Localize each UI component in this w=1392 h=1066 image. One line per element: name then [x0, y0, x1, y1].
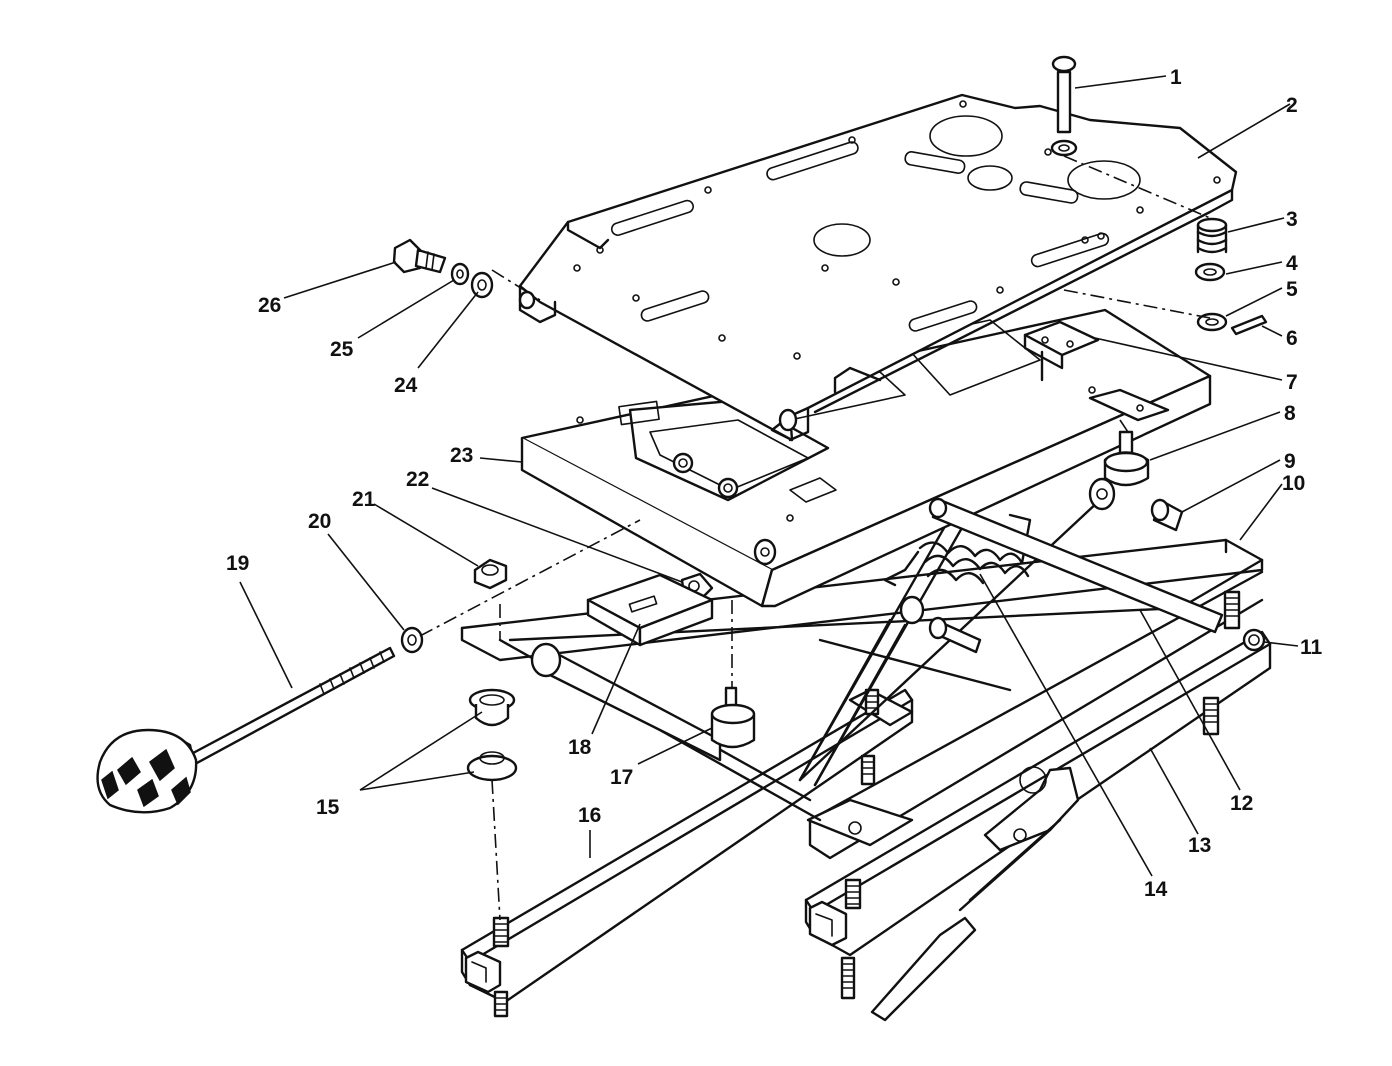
callout-17: 17 [610, 766, 633, 789]
pin-6 [1230, 314, 1268, 336]
callout-13: 13 [1188, 834, 1211, 857]
callout-15: 15 [316, 796, 340, 819]
callout-10: 10 [1282, 472, 1305, 495]
rod-12 [928, 497, 1224, 634]
washer-20 [400, 626, 424, 654]
callout-26: 26 [258, 294, 281, 317]
callout-23: 23 [450, 444, 473, 467]
lock-nut-21 [473, 558, 508, 590]
bushings-15 [466, 688, 518, 782]
callout-11: 11 [1300, 636, 1323, 659]
slide-rail-right [804, 628, 1272, 1000]
callout-24: 24 [394, 374, 418, 397]
washer-4 [1194, 262, 1226, 282]
alignment-lines [419, 155, 1211, 921]
seat-plate [518, 93, 1238, 442]
washer-5 [1196, 312, 1228, 332]
callout-6: 6 [1286, 327, 1298, 350]
callout-5: 5 [1286, 278, 1298, 301]
callout-16: 16 [578, 804, 601, 827]
callout-14: 14 [1144, 878, 1168, 901]
callout-18: 18 [568, 736, 592, 759]
leader-lines [239, 75, 1299, 877]
bolt-26 [392, 238, 447, 274]
callout-19: 19 [226, 552, 249, 575]
callout-22: 22 [406, 468, 429, 491]
callout-9: 9 [1284, 450, 1296, 473]
spacer-9 [1088, 477, 1184, 532]
callout-8: 8 [1284, 402, 1296, 425]
callout-1: 1 [1170, 66, 1182, 89]
bumper-8 [1103, 430, 1150, 487]
release-lever [870, 766, 1080, 1022]
bracket-7 [1023, 320, 1100, 382]
slide-rail-left [460, 688, 914, 1018]
callout-21: 21 [352, 488, 376, 511]
callout-3: 3 [1286, 208, 1298, 231]
bumper-17 [710, 686, 756, 749]
callout-25: 25 [330, 338, 354, 361]
spring-3 [1196, 217, 1228, 254]
callout-2: 2 [1286, 94, 1298, 117]
pin-1 [1050, 55, 1078, 157]
callout-12: 12 [1230, 792, 1253, 815]
callout-7: 7 [1286, 371, 1298, 394]
washer-24 [470, 271, 494, 299]
washer-25 [450, 262, 470, 286]
callout-4: 4 [1286, 252, 1298, 275]
callouts: 1 2 3 4 5 6 7 8 9 10 11 12 13 14 15 16 1… [226, 66, 1323, 901]
lower-frame [460, 538, 1264, 860]
plate-18 [586, 573, 714, 647]
adjust-knob-19 [96, 646, 396, 814]
callout-20: 20 [308, 510, 331, 533]
spring-14 [883, 513, 1032, 654]
